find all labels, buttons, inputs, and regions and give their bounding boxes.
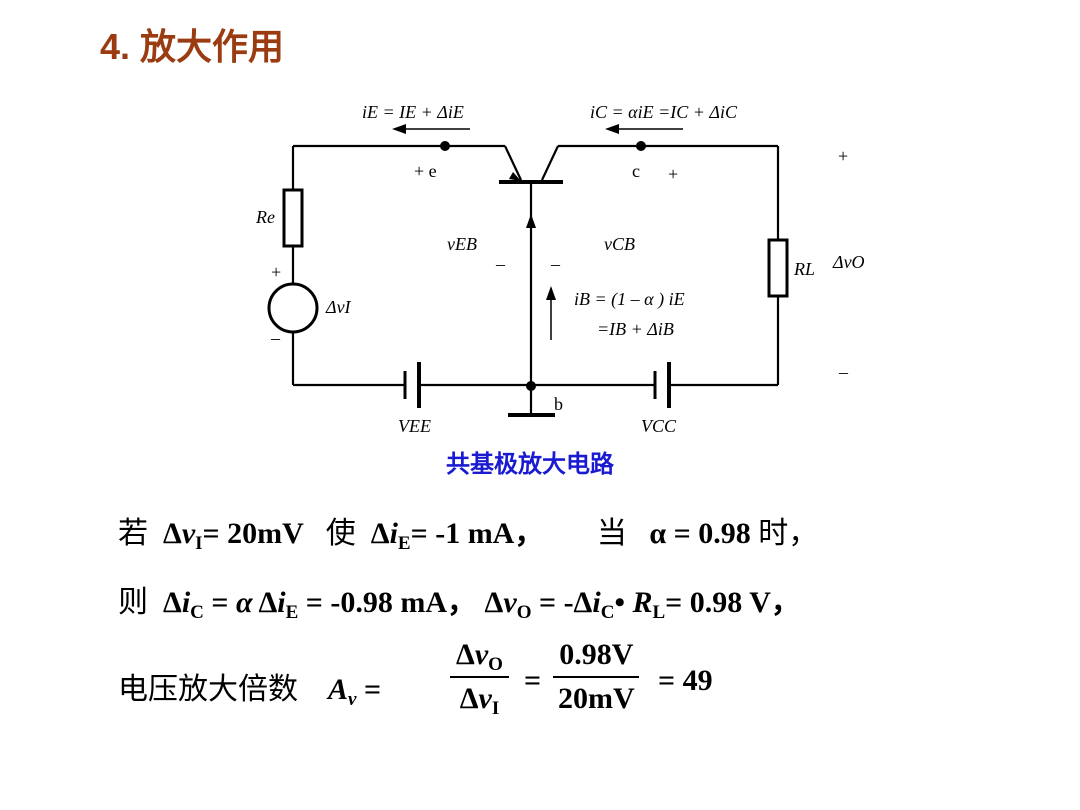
ie-arrow [392,124,406,134]
shi-time-word: 时， [758,516,819,551]
collector-plus: + [668,164,678,184]
delta-ic-value: = -0.98 mA， [305,586,478,619]
gain-label-line: 电压放大倍数 Av = [118,672,382,710]
vcb-label: vCB [604,234,635,254]
equals-sign: = [524,664,542,697]
veb-label: vEB [447,234,477,254]
source-plus: + [271,262,281,282]
fraction-numerator: 0.98V [553,638,640,678]
eq-collector-current: iC = αiE =IC + ΔiC [590,102,738,122]
delta-vo-value: = 0.98 V， [665,586,801,619]
ib-equation-1: iB = (1 – α ) iE [574,289,685,310]
fraction-dvo-dvi: ΔvO ΔvI [450,638,509,718]
ib-equation-2: =IB + ΔiB [597,319,674,339]
resistor-re [282,188,304,248]
dvi-label: ΔvI [325,297,352,317]
rl-label: RL [793,259,815,279]
base-label: b [554,394,563,414]
node-c [636,141,646,151]
emitter-label: + e [414,161,437,181]
voltage-source [267,282,319,334]
equation-line-2: 则 ΔiC = α ΔiE = -0.98 mA， ΔvO = -ΔiC• RL… [118,585,801,623]
slide-title: 4. 放大作用 [100,26,285,67]
ic-arrow [605,124,619,134]
vee-label: VEE [398,416,431,436]
output-plus: + [838,146,848,166]
transistor-collector [541,145,559,181]
shi-word: 使 [325,516,356,551]
re-label: Re [255,207,275,227]
delta-ie-value: = -1 mA， [410,517,545,550]
delta-vi-value: = 20mV [202,517,304,550]
ruo-word: 若 [118,516,148,551]
base-lead-arrow [526,214,536,228]
veb-minus: – [495,254,506,274]
transistor-emitter [504,145,522,181]
output-minus: – [838,362,849,382]
emitter-arrow [509,172,521,181]
fraction-denominator: 20mV [558,682,635,715]
source-minus: – [270,328,281,348]
collector-label: c [632,161,640,181]
ib-arrow [546,286,556,300]
ze-word: 则 [118,585,148,620]
resistor-rl [767,238,789,298]
dvo-label: ΔvO [832,252,865,272]
vcb-minus: – [550,254,561,274]
gain-label: 电压放大倍数 [118,672,298,707]
node-e [440,141,450,151]
vcc-label: VCC [641,416,677,436]
alpha-value: α = 0.98 [649,517,751,550]
common-base-circuit: iE = IE + ΔiE iC = αiE =IC + ΔiC + e c +… [255,102,865,436]
fraction-values: 0.98V 20mV [552,638,641,716]
circuit-caption: 共基极放大电路 [446,450,614,478]
dang-word: 当 [596,516,627,551]
eq-emitter-current: iE = IE + ΔiE [362,102,464,122]
equation-line-1: 若 ΔvI= 20mV 使 ΔiE= -1 mA， 当 α = 0.98 时， [118,516,819,554]
gain-result: = 49 [658,664,713,697]
node-b [526,381,536,391]
